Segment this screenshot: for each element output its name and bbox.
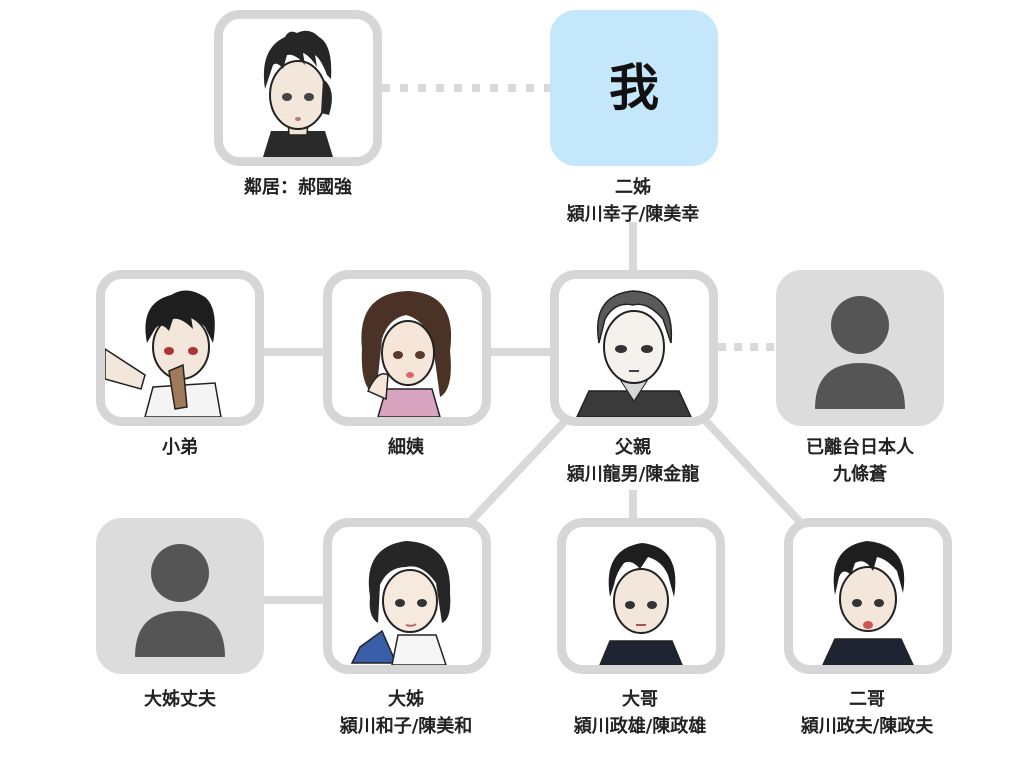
aunt-portrait (332, 279, 482, 417)
younger-brother-label: 小弟 (70, 434, 290, 461)
self-node: 我 (550, 10, 718, 166)
second-brother-node (784, 518, 952, 674)
eldest-sister-portrait (332, 527, 482, 665)
eldest-sister-name: 潁川和子/陳美和 (339, 716, 473, 737)
eldest-sister-husband-label: 大姊丈夫 (70, 686, 290, 713)
eldest-sister-husband-role: 大姊丈夫 (144, 689, 216, 710)
father-role: 父親 (615, 437, 651, 458)
younger-brother-role: 小弟 (162, 437, 198, 458)
eldest-sister-role: 大姊 (388, 689, 424, 710)
younger-brother-node (96, 270, 264, 426)
person-silhouette-icon (815, 296, 905, 409)
second-brother-label: 二哥 潁川政夫/陳政夫 (757, 686, 977, 740)
person-silhouette-icon (135, 544, 225, 657)
father-node (550, 270, 718, 426)
neighbor-name: 鄰居：郝國強 (244, 177, 352, 198)
eldest-brother-name: 潁川政雄/陳政雄 (573, 716, 707, 737)
aunt-node (323, 270, 491, 426)
line-father-eldest-sister (467, 417, 569, 525)
eldest-sister-node (323, 518, 491, 674)
father-portrait (559, 279, 709, 417)
self-text: 我 (609, 59, 659, 117)
eldest-brother-label: 大哥 潁川政雄/陳政雄 (530, 686, 750, 740)
elder-sister-2-name: 潁川幸子/陳美幸 (566, 204, 700, 225)
eldest-brother-node (557, 518, 725, 674)
eldest-brother-role: 大哥 (622, 689, 658, 710)
departed-name: 九條蒼 (833, 464, 887, 485)
eldest-sister-label: 大姊 潁川和子/陳美和 (296, 686, 516, 740)
elder-sister-2-role: 二姊 (615, 177, 651, 198)
younger-brother-portrait (105, 279, 255, 417)
aunt-label: 細姨 (296, 434, 516, 461)
second-brother-role: 二哥 (849, 689, 885, 710)
departed-label: 已離台日本人 九條蒼 (750, 434, 970, 488)
second-brother-name: 潁川政夫/陳政夫 (800, 716, 934, 737)
elder-sister-2-label: 二姊 潁川幸子/陳美幸 (523, 174, 743, 228)
eldest-brother-portrait (566, 527, 716, 665)
father-label: 父親 潁川龍男/陳金龍 (523, 434, 743, 488)
neighbor-portrait (223, 19, 373, 157)
second-brother-portrait (793, 527, 943, 665)
aunt-role: 細姨 (388, 437, 424, 458)
father-name: 潁川龍男/陳金龍 (566, 464, 700, 485)
eldest-sister-husband-node (96, 518, 264, 674)
line-father-second-brother (700, 415, 803, 525)
departed-node (776, 270, 944, 426)
neighbor-label: 鄰居：郝國強 (188, 174, 408, 201)
neighbor-node (214, 10, 382, 166)
departed-role: 已離台日本人 (806, 437, 914, 458)
